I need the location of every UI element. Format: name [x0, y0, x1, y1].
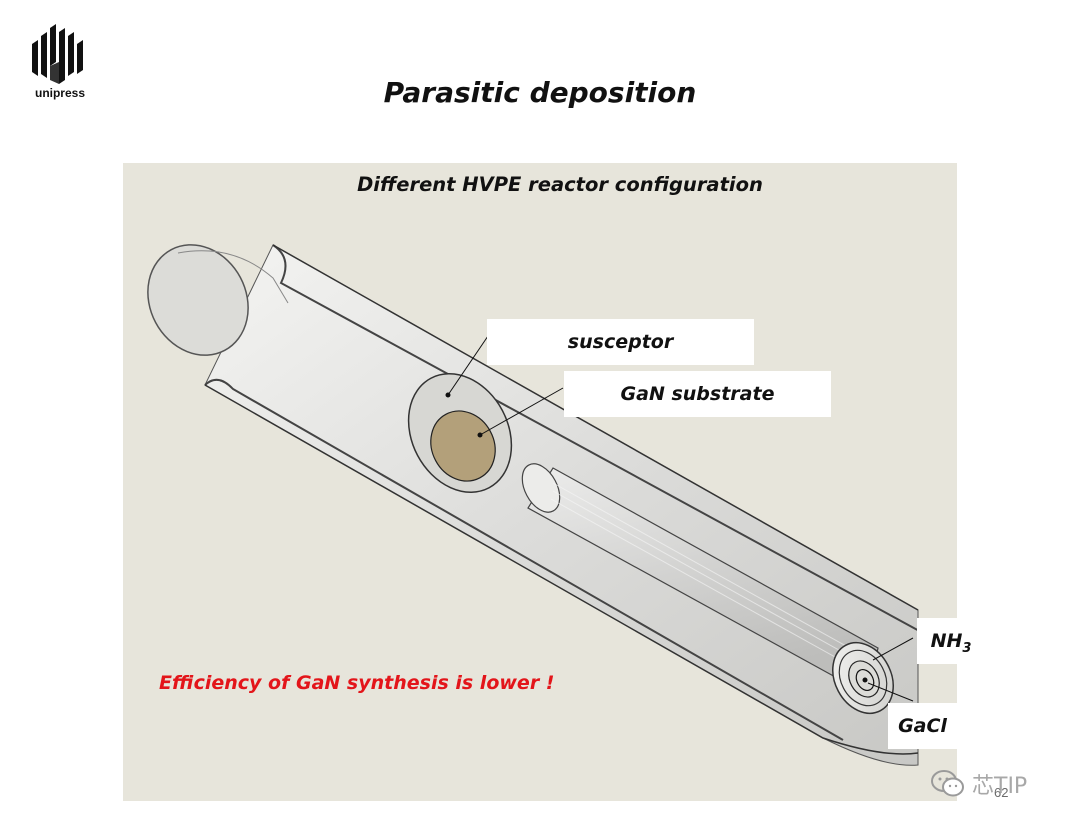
- susceptor-callout: susceptor: [487, 319, 754, 365]
- gacl-label: GaCl: [898, 715, 947, 737]
- unipress-logo: [32, 24, 83, 84]
- reactor-diagram: [147, 244, 924, 766]
- nozzle-end: [832, 642, 894, 714]
- nh3-label: NH3: [930, 630, 972, 656]
- nh3-callout: NH3: [917, 618, 985, 664]
- entrance-cylinder: [147, 244, 289, 356]
- watermark: 芯TIP: [930, 768, 1027, 800]
- diagram-panel: Different HVPE reactor configuration sus…: [123, 163, 985, 801]
- panel-title: Different HVPE reactor configuration: [357, 173, 763, 196]
- gan-substrate-disk: [430, 410, 496, 482]
- gacl-callout: GaCl: [888, 703, 957, 749]
- wechat-icon: [931, 770, 964, 797]
- efficiency-note: Efficiency of GaN synthesis is lower !: [159, 672, 555, 694]
- page-number: 62: [994, 785, 1009, 800]
- substrate-callout: GaN substrate: [564, 371, 831, 417]
- logo-wordmark: unipress: [34, 86, 85, 100]
- susceptor-label: susceptor: [567, 331, 674, 353]
- callout-pointers: [445, 335, 914, 702]
- substrate-label: GaN substrate: [620, 383, 775, 405]
- inner-gas-tube: [521, 463, 879, 696]
- watermark-text: 芯TIP: [972, 774, 1028, 799]
- slide-title: Parasitic deposition: [383, 76, 697, 109]
